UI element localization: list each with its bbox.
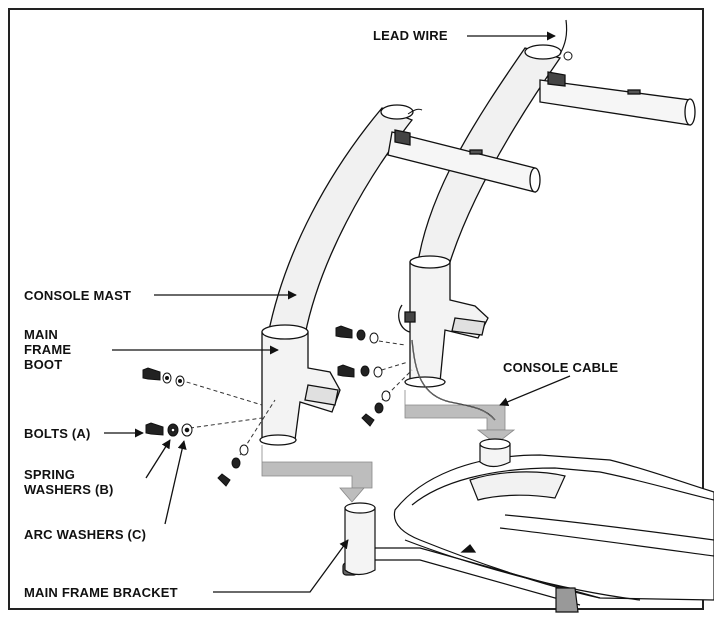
- console-mast-left: [259, 104, 541, 446]
- leader-lines: [104, 31, 571, 593]
- label-main-frame-bracket: MAIN FRAME BRACKET: [24, 585, 178, 600]
- bolt-a: [145, 422, 164, 436]
- lead-wire: [559, 19, 568, 55]
- label-arc-washers: ARC WASHERS (C): [24, 527, 147, 542]
- hardware-set-right-lower: [361, 390, 391, 427]
- hardware-set-left-upper: [142, 367, 185, 387]
- hardware-set-left-lower: [217, 444, 249, 487]
- console-mast-right: [398, 44, 696, 388]
- label-spring-washers: SPRING WASHERS (B): [24, 467, 114, 497]
- leader-console-cable: [499, 375, 571, 407]
- main-frame-bracket-right: [479, 438, 511, 468]
- label-console-cable: CONSOLE CABLE: [503, 360, 619, 375]
- label-console-mast: CONSOLE MAST: [24, 288, 132, 303]
- label-lead-wire: LEAD WIRE: [373, 28, 448, 43]
- guide-arrow-left: [339, 487, 365, 503]
- guide-path-left: [261, 445, 373, 489]
- label-main-frame-boot: MAIN FRAME BOOT: [24, 327, 72, 372]
- leader-arc-washers: [164, 440, 187, 525]
- main-frame-bracket-left: [344, 502, 376, 576]
- hardware-set-right-upper: [335, 325, 379, 344]
- hardware-set-right-middle: [337, 364, 383, 378]
- diagram-frame: [8, 8, 704, 610]
- guide-arrow-right: [476, 429, 516, 445]
- mast-top-wire-left: [407, 108, 423, 115]
- leader-main-frame-bracket: [213, 539, 349, 593]
- lead-wire-connector: [563, 51, 573, 61]
- treadmill-base: [342, 454, 714, 613]
- hardware-set-left-middle: [145, 422, 193, 437]
- label-bolts: BOLTS (A): [24, 426, 91, 441]
- guide-path-right: [404, 390, 506, 431]
- leader-spring-washers: [145, 439, 171, 479]
